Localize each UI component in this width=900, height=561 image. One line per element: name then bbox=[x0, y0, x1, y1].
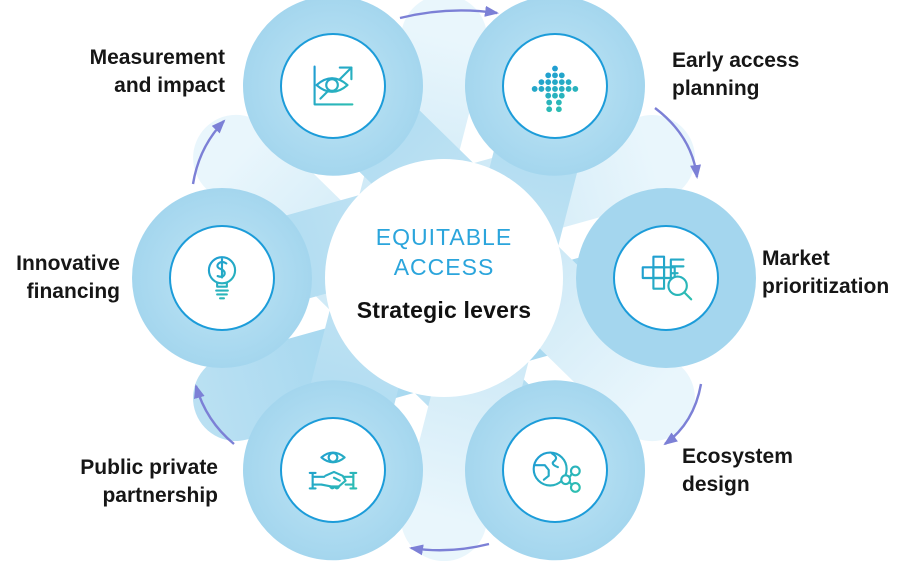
cycle-arrow-top-right bbox=[654, 107, 702, 179]
center-text: EQUITABLE ACCESS Strategic levers bbox=[334, 222, 554, 324]
center-hub bbox=[325, 159, 563, 397]
globe-network-icon bbox=[532, 451, 581, 493]
early-access-node bbox=[502, 33, 608, 139]
center-title-line1: EQUITABLE bbox=[375, 224, 513, 250]
cycle-arrow-top-left bbox=[191, 119, 226, 185]
cycle-arrow-top bbox=[399, 5, 499, 20]
bulb-dollar-icon bbox=[207, 256, 237, 300]
handshake-eye-icon bbox=[308, 451, 358, 490]
grid-magnifier-icon bbox=[641, 255, 693, 301]
label-public-private-partnership: Public private partnership bbox=[80, 456, 218, 507]
dotted-arrow-icon bbox=[531, 65, 579, 113]
chart-eye-growth-icon bbox=[313, 65, 354, 106]
label-early-access-planning: Early access planning bbox=[672, 49, 800, 100]
center-title-line2: ACCESS bbox=[393, 254, 495, 281]
ecosystem-design-node bbox=[502, 417, 608, 523]
public-private-partnership-node bbox=[280, 417, 386, 523]
cycle-arrow-bottom-right bbox=[663, 383, 703, 446]
label-measurement-and-impact: Measurement and impact bbox=[89, 46, 225, 97]
label-ecosystem-design: Ecosystem design bbox=[682, 445, 793, 496]
center-subtitle: Strategic levers bbox=[356, 296, 532, 323]
label-market-prioritization: Market prioritization bbox=[762, 247, 890, 298]
cycle-arrow-bottom-left bbox=[194, 384, 235, 445]
market-prioritization-node bbox=[613, 225, 719, 331]
measurement-impact-node bbox=[280, 33, 386, 139]
label-innovative-financing: Innovative financing bbox=[16, 252, 120, 303]
cycle-arrow-bottom bbox=[409, 542, 490, 556]
innovative-financing-node bbox=[169, 225, 275, 331]
